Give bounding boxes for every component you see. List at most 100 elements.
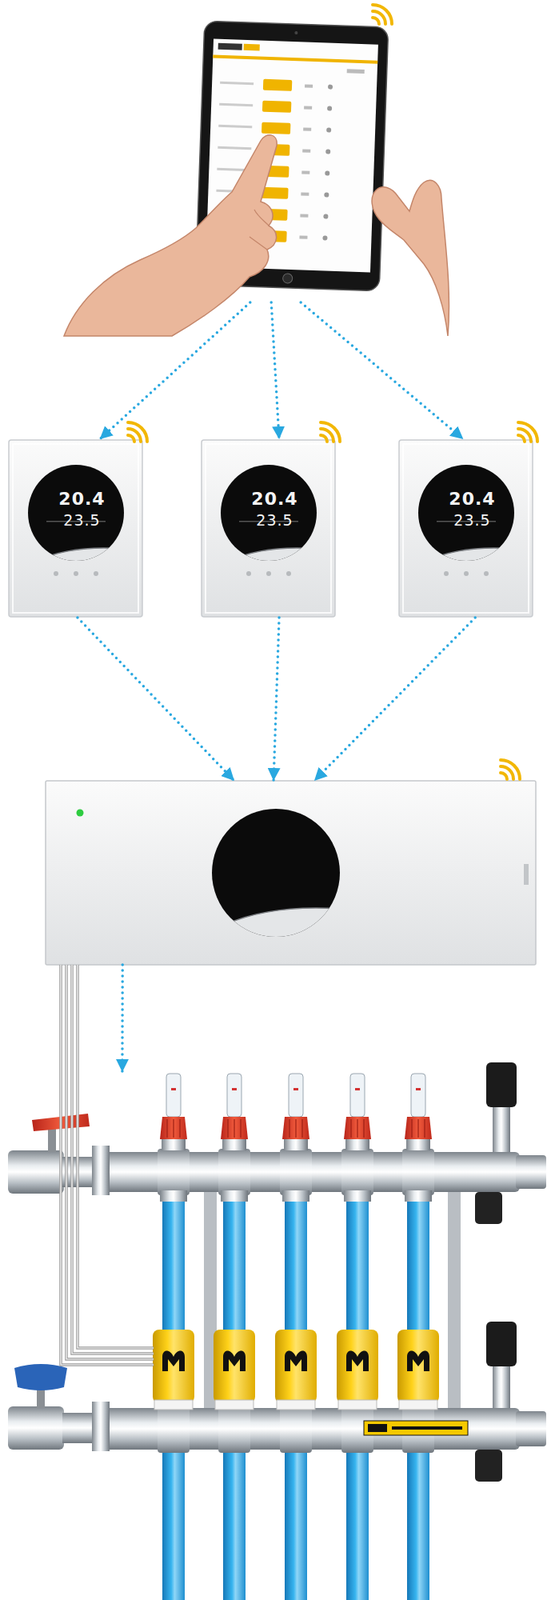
wifi-icon [320,435,328,442]
bar-fitting [157,1148,190,1195]
flow-meter-cap [282,1116,310,1139]
drain-tap [475,1449,503,1482]
pipe [407,1189,430,1334]
wifi-icon [518,435,525,442]
dotted-arrow [314,617,476,781]
flow-meter-cap [343,1116,372,1139]
wifi-icon [320,428,334,442]
temperature-reading: 20.4 [7,488,156,509]
ball-valve [7,1149,64,1194]
valve-stem [47,1127,56,1152]
dotted-arrow [300,302,464,440]
tablet [347,68,365,74]
cap-ridge [411,1118,412,1138]
actuator-wires [77,964,154,1348]
flow-meter-cap [404,1116,432,1139]
bar-fitting [279,1148,312,1195]
control-unit-body [76,809,84,817]
brand-plate [391,1425,463,1430]
vent-fitting [492,1365,511,1408]
actuator-wires [66,964,154,1359]
ball-valve [7,1405,64,1450]
cap-ridge [356,1118,358,1138]
tablet-screen-rows [299,235,308,239]
bar-fitting [157,1404,190,1453]
tablet-screen-rows [323,213,328,219]
outlet-nut [404,1189,432,1202]
wifi-icon [518,422,538,442]
flow-meter-nut [406,1138,431,1150]
hex-nut [91,1401,110,1451]
tablet-screen-rows [261,122,291,135]
tablet-screen-rows [322,235,328,240]
pipe [284,1189,308,1334]
temperature-reading: 23.5 [7,508,156,532]
actuator-base [215,1399,254,1410]
control-unit-body [45,780,536,1020]
end-fitting [515,1154,547,1189]
wifi-icon [500,766,514,779]
control-unit-body [523,863,529,885]
hands [63,135,449,336]
room-thermostat: 20.423.5 [200,439,349,618]
outlet-nut [343,1189,372,1202]
cap-ridge [233,1118,235,1138]
text-group: 20.423.5 [398,488,547,532]
cap-ridge [288,1118,290,1138]
tablet-screen-rows [303,105,312,109]
tablet-screen-rows [326,127,332,132]
text-group: 20.423.5 [7,488,156,532]
actuator-wires [60,964,154,1365]
dotted-arrow [273,617,280,781]
wifi-icon [372,17,380,24]
actuator [152,1329,195,1403]
outlet-nut [220,1189,248,1202]
air-vent [486,1321,517,1366]
pipe [346,1449,369,1600]
flow-meter-cap [220,1116,248,1139]
thermostat-body [395,439,551,644]
cap-ridge [179,1118,180,1138]
wifi-icon [127,435,135,442]
tablet [63,0,448,303]
pipe [162,1449,185,1600]
flow-meter [166,1073,181,1117]
cap-ridge [227,1118,228,1138]
wifi-icon [127,422,148,442]
tablet [212,54,378,64]
flow-meter-cap [159,1116,188,1139]
flow-meter [227,1073,242,1117]
bar-fitting [402,1148,435,1195]
flow-meter-mark [293,1087,299,1091]
actuator-wires [66,964,154,1359]
temperature-reading: 20.4 [200,488,349,509]
flow-meter-mark [231,1087,237,1091]
brand-logo [407,1350,430,1372]
brand-logo [162,1350,185,1372]
dotted-arrow [271,302,280,440]
tablet-screen-rows [262,100,292,113]
thermostat-body [4,439,551,644]
wifi-icon [372,11,386,24]
cap-ridge [166,1118,168,1138]
cap-ridge [172,1118,174,1138]
tablet-screen-rows [324,170,330,176]
room-thermostat: 20.423.5 [398,439,547,618]
tablet-screen-rows [219,81,254,85]
brand-plate [367,1423,388,1432]
control-unit-body [187,907,444,1020]
actuator-wires [71,964,154,1354]
dotted-arrow [120,964,124,1072]
hands [371,179,449,336]
thermostat-body [197,439,396,644]
tablet-screen-rows [327,106,332,112]
wifi-icon [127,422,148,442]
wifi-icon [320,422,340,442]
pipe [223,1189,246,1334]
cap-ridge [363,1118,364,1138]
actuator-base [399,1399,438,1410]
tablet-screen-rows [301,170,310,174]
